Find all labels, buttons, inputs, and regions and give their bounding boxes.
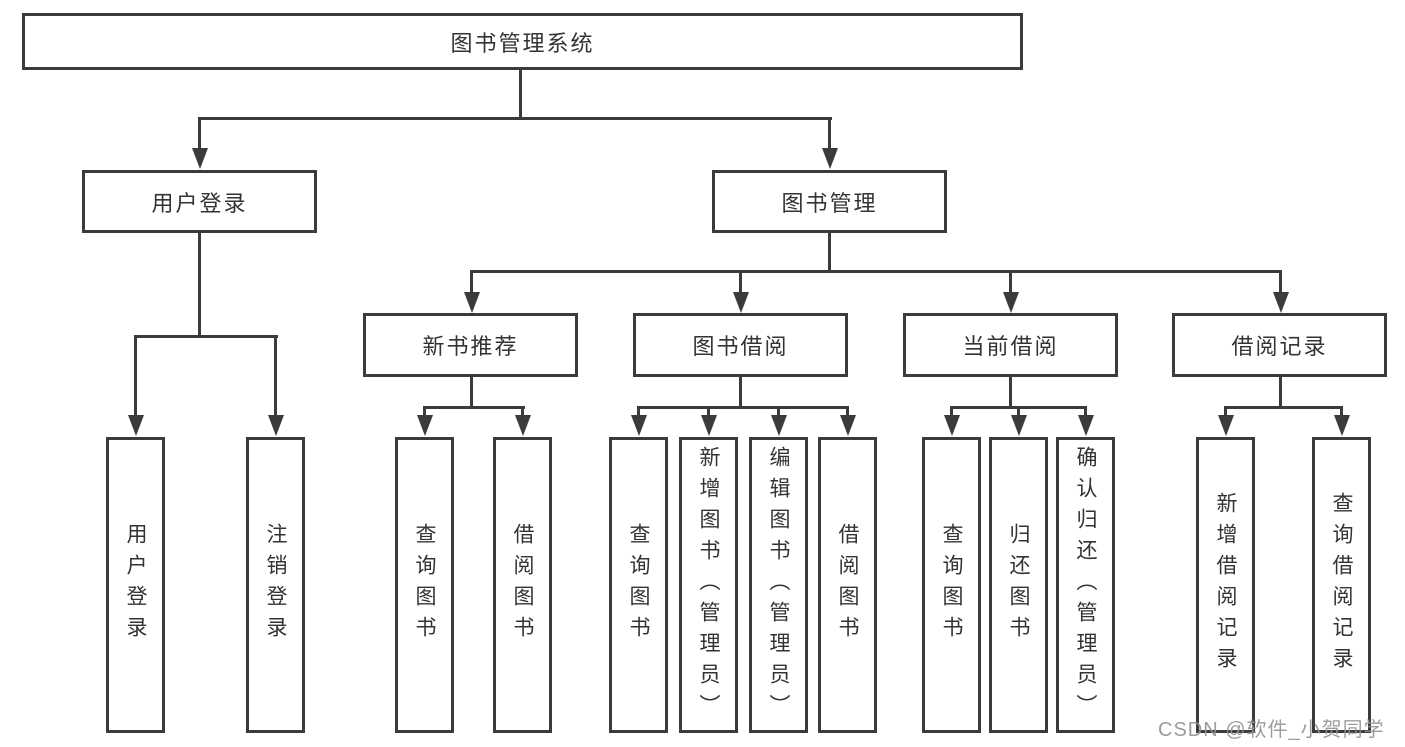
arrow-down-icon [1218, 415, 1234, 436]
connector-book-borrow-bracket [637, 406, 849, 409]
connector-stem [1084, 406, 1087, 416]
arrow-down-icon [822, 148, 838, 169]
node-user-login: 用户登录 [82, 170, 317, 233]
arrow-down-icon [944, 415, 960, 436]
arrow-down-icon [1334, 415, 1350, 436]
connector-stem [423, 406, 426, 416]
node-new-book-recommend: 新书推荐 [363, 313, 578, 377]
leaf-label: 查询借阅记录 [1330, 492, 1353, 678]
connector-book-borrow-stem [739, 375, 742, 408]
node-edit-book-admin: 编辑图书（管理员） [749, 437, 808, 733]
connector-current-borrow-stem [1009, 375, 1012, 408]
arrow-down-icon [515, 415, 531, 436]
leaf-label: 注销登录 [264, 523, 287, 647]
node-confirm-return-admin: 确认归还（管理员） [1056, 437, 1115, 733]
connector-stem [846, 406, 849, 416]
leaf-label: 归还图书 [1007, 523, 1030, 647]
node-borrow-books-borrow: 借阅图书 [818, 437, 877, 733]
leaf-label: 查询图书 [413, 523, 436, 647]
connector-level2-bracket [470, 270, 1282, 273]
connector-stem-new-book [470, 270, 473, 294]
leaf-label: 确认归还（管理员） [1074, 445, 1097, 725]
leaf-label: 编辑图书（管理员） [767, 445, 790, 725]
arrow-down-icon [1078, 415, 1094, 436]
node-borrow-books-recommend: 借阅图书 [493, 437, 552, 733]
connector-new-book-bracket [423, 406, 525, 409]
leaf-label: 借阅图书 [511, 523, 534, 647]
connector-user-login-stem [198, 231, 201, 337]
node-leaf-user-login: 用户登录 [106, 437, 165, 733]
node-add-book-admin: 新增图书（管理员） [679, 437, 738, 733]
arrow-down-icon [192, 148, 208, 169]
arrow-down-icon [771, 415, 787, 436]
arrow-down-icon [840, 415, 856, 436]
node-book-borrow: 图书借阅 [633, 313, 848, 377]
leaf-label: 新增图书（管理员） [697, 445, 720, 725]
node-borrow-records: 借阅记录 [1172, 313, 1387, 377]
arrow-down-icon [417, 415, 433, 436]
connector-stem-leaf-login [134, 335, 137, 417]
arrow-down-icon [128, 415, 144, 436]
node-query-books-recommend: 查询图书 [395, 437, 454, 733]
connector-borrow-records-bracket [1224, 406, 1343, 409]
node-query-borrow-record: 查询借阅记录 [1312, 437, 1371, 733]
node-query-books-current: 查询图书 [922, 437, 981, 733]
connector-stem [1017, 406, 1020, 416]
node-book-management: 图书管理 [712, 170, 947, 233]
node-library-system: 图书管理系统 [22, 13, 1023, 70]
arrow-down-icon [701, 415, 717, 436]
leaf-label: 查询图书 [627, 523, 650, 647]
connector-stem-user-login [198, 117, 201, 150]
connector-user-login-bracket [134, 335, 278, 338]
csdn-watermark: CSDN @软件_小贺同学 [1158, 719, 1385, 741]
node-add-borrow-record: 新增借阅记录 [1196, 437, 1255, 733]
leaf-label: 查询图书 [940, 523, 963, 647]
arrow-down-icon [1003, 292, 1019, 313]
node-current-borrow: 当前借阅 [903, 313, 1118, 377]
leaf-label: 借阅图书 [836, 523, 859, 647]
connector-stem [637, 406, 640, 416]
leaf-label: 用户登录 [124, 523, 147, 647]
connector-stem [1224, 406, 1227, 416]
leaf-label: 新增借阅记录 [1214, 492, 1237, 678]
arrow-down-icon [268, 415, 284, 436]
arrow-down-icon [1011, 415, 1027, 436]
connector-stem [521, 406, 524, 416]
node-query-books-borrow: 查询图书 [609, 437, 668, 733]
connector-level1-bracket [198, 117, 832, 120]
connector-book-management-stem [828, 231, 831, 272]
connector-new-book-stem [470, 375, 473, 408]
connector-stem [777, 406, 780, 416]
connector-root-stem [519, 70, 522, 119]
arrow-down-icon [464, 292, 480, 313]
connector-stem-current-borrow [1009, 270, 1012, 294]
arrow-down-icon [631, 415, 647, 436]
connector-stem [950, 406, 953, 416]
connector-stem-book-management [828, 117, 831, 150]
node-leaf-logout: 注销登录 [246, 437, 305, 733]
connector-stem-book-borrow [739, 270, 742, 294]
connector-borrow-records-stem [1279, 375, 1282, 408]
connector-stem-borrow-records [1279, 270, 1282, 294]
arrow-down-icon [1273, 292, 1289, 313]
connector-stem [1340, 406, 1343, 416]
node-return-book: 归还图书 [989, 437, 1048, 733]
connector-stem [707, 406, 710, 416]
connector-stem-leaf-logout [274, 335, 277, 417]
arrow-down-icon [733, 292, 749, 313]
